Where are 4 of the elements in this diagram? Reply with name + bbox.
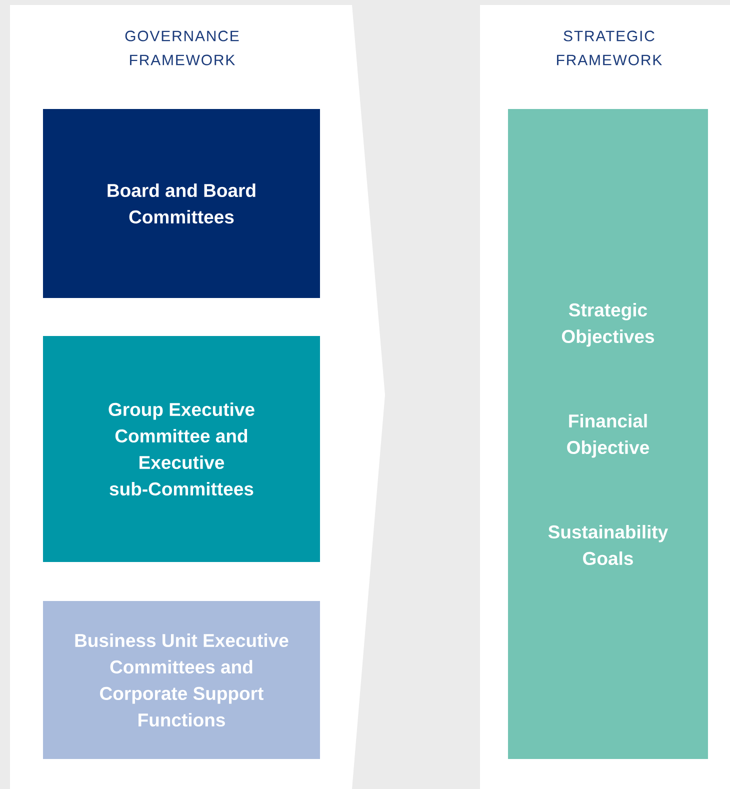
objectives-box: Strategic Objectives Financial Objective Sustainability Goals xyxy=(508,109,708,759)
committee-box: Board and Board Committees xyxy=(43,109,320,298)
committee-box: Business Unit Executive Committees and Corporate Support Functions xyxy=(43,601,320,759)
committee-box: Group Executive Committee and Executive sub-Committees xyxy=(43,336,320,562)
